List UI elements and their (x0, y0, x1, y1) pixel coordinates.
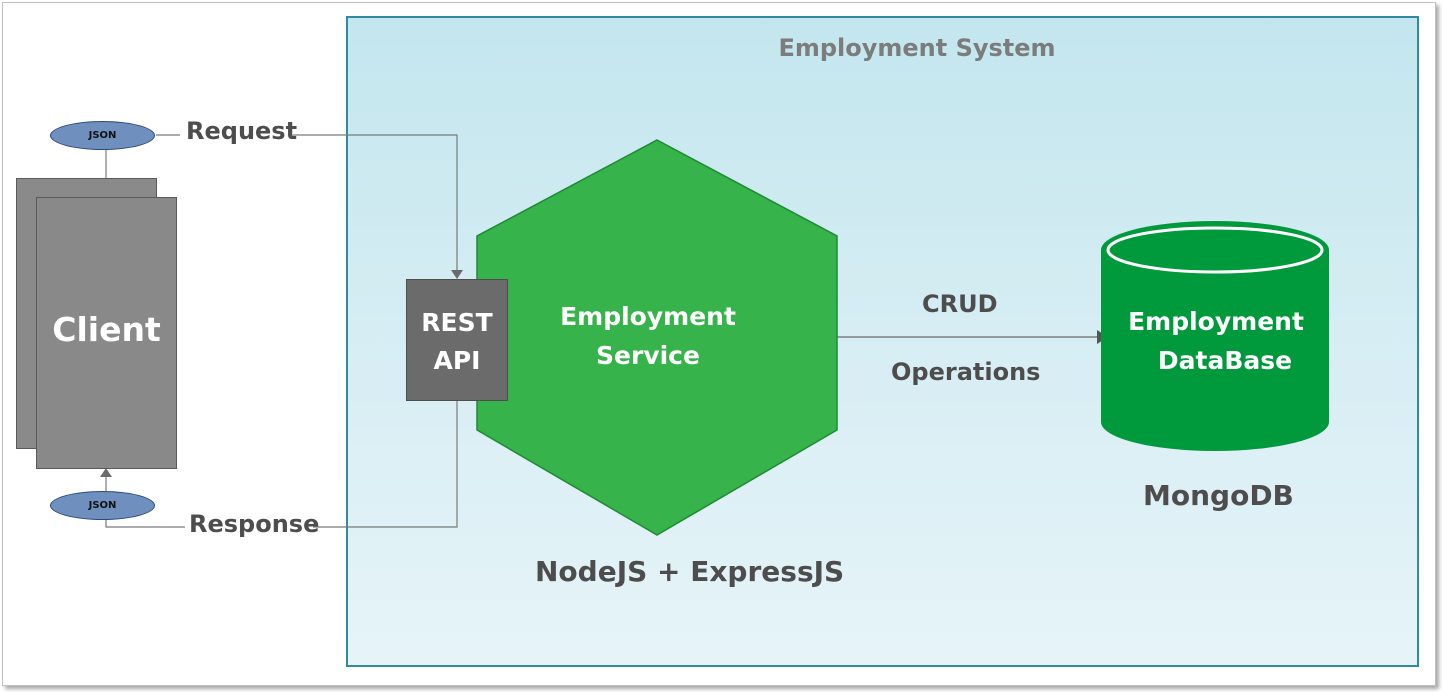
response-json-badge: JSON (50, 491, 155, 520)
employment-service-label: Employment Service (548, 297, 748, 375)
database-cylinder-top (1101, 221, 1329, 279)
database-cylinder-rim (1106, 226, 1324, 274)
database-cylinder-body (1101, 250, 1329, 451)
request-arrowhead (451, 270, 463, 279)
response-label: Response (189, 510, 320, 538)
client-card (36, 197, 177, 469)
rest-api-box (406, 279, 508, 401)
rest-api-line2: API (433, 346, 481, 375)
request-label: Request (186, 117, 298, 145)
operations-label: Operations (891, 358, 1041, 386)
rest-api-line1: REST (421, 308, 493, 337)
request-connector-line (293, 134, 458, 272)
response-connector-left (105, 518, 185, 528)
client-label: Client (52, 310, 161, 349)
request-json-badge: JSON (50, 121, 155, 150)
database-line2: DataBase (1157, 346, 1293, 375)
database-caption: MongoDB (1143, 479, 1294, 512)
rest-api-label: REST API (406, 304, 508, 380)
database-line1: Employment (1128, 307, 1304, 336)
service-caption: NodeJS + ExpressJS (535, 555, 845, 588)
employment-service-hexagon (476, 139, 838, 536)
system-title: Employment System (778, 34, 1056, 62)
service-line1: Employment (560, 302, 736, 331)
response-connector-line (313, 399, 458, 528)
crud-label: CRUD (922, 290, 998, 318)
employment-database-label: Employment DataBase (1100, 302, 1332, 380)
response-arrowhead (100, 468, 112, 477)
service-line2: Service (596, 341, 700, 370)
